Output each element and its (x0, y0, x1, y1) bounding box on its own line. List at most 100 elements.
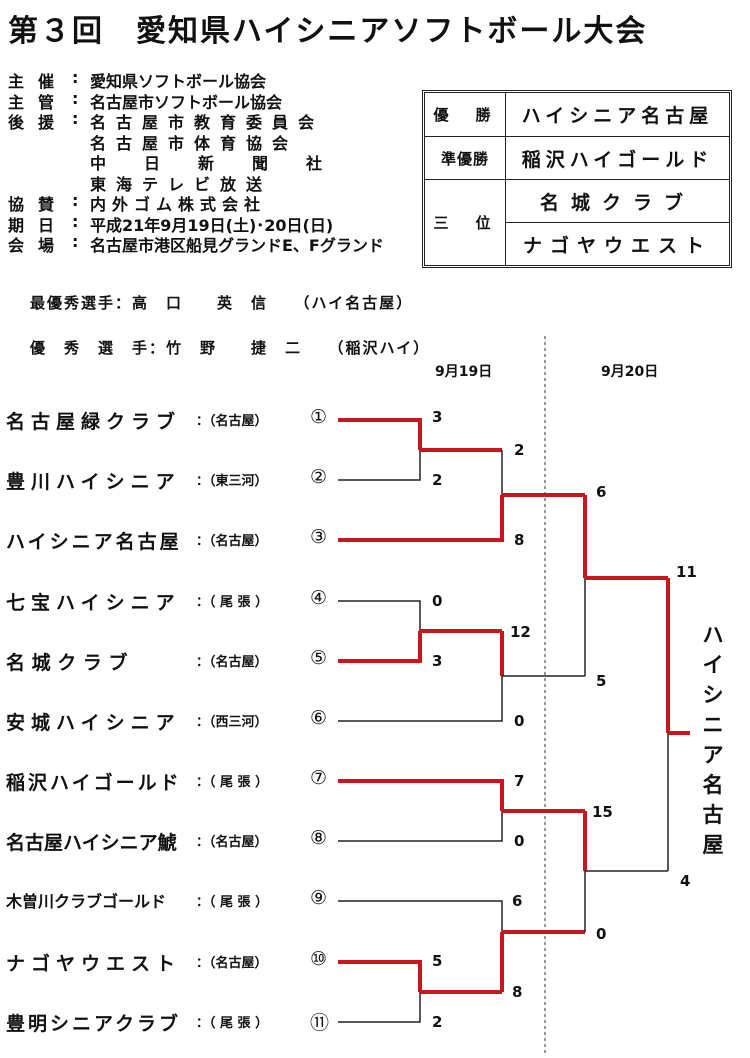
runner-up-team: 稲沢ハイゴールド (521, 148, 714, 171)
match-score: 3 (432, 652, 443, 670)
organizer-value: 名古屋市体育協会 (90, 133, 299, 153)
match-score: 6 (596, 483, 607, 501)
winner-team: ハイシニア名古屋 (521, 105, 714, 127)
team-name: 安城ハイシニア (6, 712, 181, 734)
team-region: ：（名古屋） (196, 655, 268, 670)
winner-label: 優 勝 (433, 106, 497, 124)
organizer-colon: : (72, 232, 79, 251)
team-seed: ③ (310, 526, 328, 548)
match-score: 2 (432, 1013, 443, 1031)
organizer-label: 主催 (8, 72, 69, 91)
team-seed: ④ (310, 587, 328, 609)
match-score: 0 (432, 592, 443, 610)
match-score: 2 (514, 441, 525, 459)
bracket-line (338, 900, 503, 932)
team-region: ：（名古屋） (196, 414, 268, 429)
organizer-value: 名古屋市ソフトボール協会 (90, 92, 283, 112)
bracket-line (338, 600, 421, 631)
bracket-line (338, 811, 503, 842)
team-seed: ⑪ (310, 1012, 330, 1034)
team-name: ナゴヤウエスト (6, 953, 182, 975)
team-name: 木曽川クラブゴールド (6, 892, 167, 911)
organizer-value: 名古屋市教育委員会 (90, 113, 325, 132)
team-region: ：（名古屋） (196, 534, 268, 549)
page-title: 第３回 愛知県ハイシニアソフトボール大会 (8, 14, 648, 49)
organizer-label: 協賛 (8, 195, 69, 214)
match-score: 8 (512, 983, 523, 1001)
match-score: 2 (432, 471, 443, 489)
bracket-line (338, 495, 504, 542)
match-score: 0 (514, 832, 525, 850)
third-label: 三 位 (433, 214, 497, 232)
team-name: 七宝ハイシニア (6, 592, 181, 614)
third-team: ナゴヤウエスト (522, 234, 712, 257)
team-seed: ⑧ (310, 827, 328, 849)
team-seed: ⑦ (310, 767, 328, 789)
team-seed: ⑨ (310, 887, 328, 909)
bracket-line (338, 779, 504, 811)
match-score: 0 (514, 712, 525, 730)
team-seed: ⑥ (310, 707, 328, 729)
match-score: 0 (596, 925, 607, 943)
organizer-value: 内外ゴム株式会社 (90, 195, 267, 214)
organizer-colon: : (72, 109, 79, 128)
date-day1: 9月19日 (435, 364, 493, 380)
team-name: 豊川ハイシニア (6, 471, 181, 493)
bracket-line (338, 418, 422, 450)
team-region: ：（名古屋） (196, 956, 268, 971)
bracket-line (338, 631, 422, 663)
team-region: ：（西三河） (196, 715, 268, 730)
match-score: 12 (510, 623, 531, 641)
match-score: 15 (592, 803, 613, 821)
team-name: ハイシニア名古屋 (6, 531, 182, 553)
team-region: ：（ 尾 張 ） (196, 775, 269, 790)
team-name: 名 城 ク ラ ブ (6, 652, 128, 674)
team-seed: ⑩ (310, 948, 328, 970)
organizer-value: 愛知県ソフトボール協会 (90, 72, 267, 91)
match-score: 4 (680, 872, 691, 890)
match-score: 3 (432, 408, 443, 426)
match-score: 11 (676, 563, 697, 581)
table-divider (425, 179, 729, 180)
organizer-colon: : (72, 191, 79, 210)
mvp-award: 最優秀選手：高 口 英 信 （ハイ名古屋） (30, 294, 414, 312)
champion-label: ハイシニア名古屋 (702, 623, 724, 857)
table-divider (505, 222, 729, 223)
bracket-line (338, 960, 422, 992)
match-score: 8 (514, 531, 525, 549)
organizer-value: 平成21年9月19日(土)･20日(日) (90, 215, 334, 235)
match-score: 5 (596, 672, 607, 690)
organizer-colon: : (72, 211, 79, 231)
organizer-value: 名古屋市港区船見グランドE、Fグランド (90, 236, 384, 255)
organizer-value: 中日新聞社 (90, 154, 361, 173)
bracket-line (338, 676, 503, 722)
organizer-label: 会場 (8, 236, 69, 255)
date-day2: 9月20日 (601, 364, 659, 380)
results-table: 優 勝 ハイシニア名古屋 準優勝 稲沢ハイゴールド 三 位 名城クラブ ナゴヤウ… (422, 90, 732, 268)
team-region: ：（東三河） (196, 474, 268, 489)
third-team: 名城クラブ (539, 191, 695, 214)
organizer-label: 主管 (8, 92, 69, 112)
organizer-colon: : (72, 68, 79, 87)
table-divider (425, 136, 729, 137)
organizer-label: 後援 (8, 113, 69, 132)
team-name: 豊明シニアクラブ (6, 1013, 182, 1035)
bracket-line (338, 992, 421, 1023)
team-region: ：（名古屋） (196, 835, 268, 850)
team-seed: ① (310, 406, 328, 428)
match-score: 5 (432, 952, 443, 970)
team-seed: ⑤ (310, 647, 328, 669)
team-region: ：（ 尾 張 ） (196, 595, 269, 610)
team-name: 稲沢ハイゴールド (6, 772, 182, 794)
team-seed: ② (310, 466, 328, 488)
runner-up-label: 準優勝 (440, 149, 489, 168)
match-score: 6 (512, 892, 523, 910)
organizer-colon: : (72, 88, 79, 108)
organizer-value: 東海テレビ放送 (90, 174, 273, 194)
bracket-line (338, 450, 421, 481)
match-score: 7 (514, 772, 525, 790)
excellent-player-award: 優 秀 選 手：竹 野 捷 二 （稲沢ハイ） (30, 339, 431, 357)
team-region: ：（ 尾 張 ） (196, 895, 269, 910)
team-name: 名古屋ハイシニア鯱 (6, 832, 177, 854)
